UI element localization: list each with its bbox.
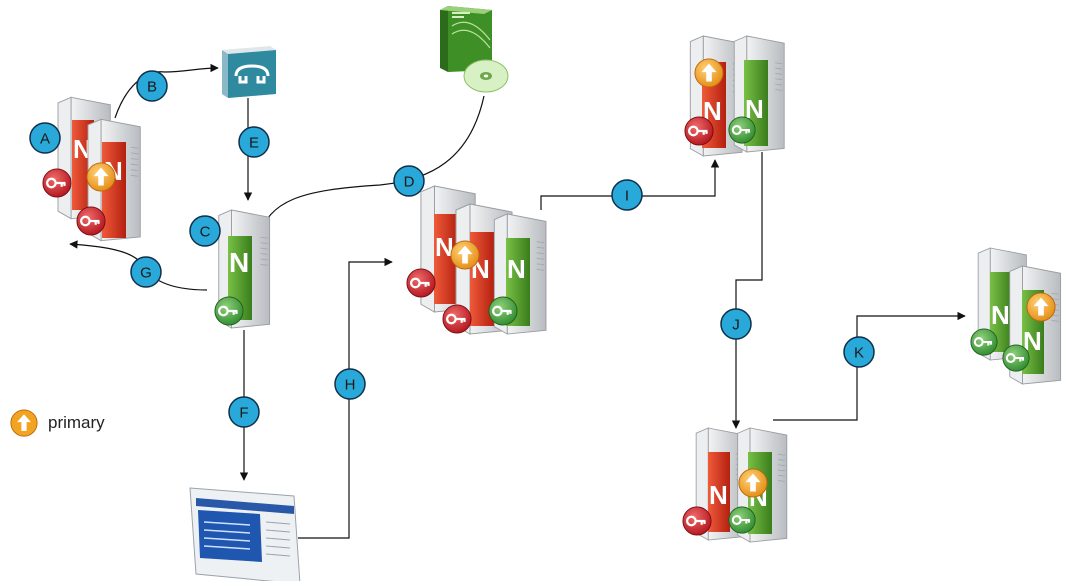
- step-label: B: [147, 79, 157, 96]
- server-letter: N: [229, 247, 249, 278]
- step-badge-g: G: [130, 256, 162, 288]
- step-label: A: [40, 131, 50, 148]
- server-letter: N: [703, 96, 722, 126]
- key-red-icon: [406, 268, 436, 298]
- step-badge-f: F: [228, 396, 260, 428]
- primary-badge-icon: [738, 468, 768, 498]
- server-group-bottom: N N: [682, 427, 788, 543]
- server-letter: N: [435, 232, 454, 262]
- management-console: [189, 487, 301, 581]
- step-label: K: [854, 345, 864, 362]
- step-label: D: [404, 174, 415, 191]
- key-green-icon: [1002, 344, 1030, 372]
- step-badge-b: B: [136, 70, 168, 102]
- primary-badge-icon: [1026, 292, 1056, 322]
- step-badge-h: H: [334, 368, 366, 400]
- server-letter: N: [73, 134, 92, 164]
- phone-icon: [234, 64, 270, 84]
- arrow-j: [731, 152, 763, 429]
- step-badge-d: D: [393, 165, 425, 197]
- step-badge-k: K: [843, 336, 875, 368]
- primary-badge-icon: [694, 58, 724, 88]
- step-label: G: [140, 265, 152, 282]
- key-red-icon: [684, 116, 714, 146]
- arrow-b: [114, 63, 219, 119]
- arrow-k: [773, 311, 966, 421]
- step-label: J: [732, 317, 740, 334]
- server-group-top-right: N N: [684, 35, 785, 157]
- step-label: F: [239, 405, 248, 422]
- step-badge-a: A: [29, 122, 61, 154]
- arrow-h: [298, 257, 393, 539]
- key-red-icon: [42, 168, 72, 198]
- server-group-a: N N: [42, 96, 141, 242]
- step-label: C: [200, 224, 211, 241]
- server-group-c: N: [214, 209, 271, 329]
- step-label: H: [345, 377, 356, 394]
- legend: primary: [10, 408, 105, 438]
- primary-badge-icon: [86, 162, 116, 192]
- server-letter: N: [1023, 326, 1042, 356]
- key-green-icon: [728, 506, 756, 534]
- key-green-icon: [488, 296, 518, 326]
- primary-up-arrow-icon: [10, 409, 38, 437]
- key-red-icon: [442, 304, 472, 334]
- server-group-triple: N N N: [406, 185, 547, 335]
- step-label: I: [625, 188, 629, 205]
- step-badge-c: C: [189, 215, 221, 247]
- step-badge-i: I: [611, 179, 643, 211]
- arrow-d: [256, 95, 485, 239]
- server-letter: N: [507, 254, 526, 284]
- key-red-icon: [76, 206, 106, 236]
- step-badges: A B C D E F G H: [29, 70, 875, 428]
- key-red-icon: [682, 506, 712, 536]
- key-green-icon: [214, 296, 244, 326]
- tape-backup-device: [222, 46, 276, 98]
- server-letter: N: [709, 480, 728, 510]
- server-group-right: N N: [970, 247, 1062, 385]
- step-label: E: [249, 135, 259, 152]
- key-green-icon: [970, 328, 998, 356]
- server-letter: N: [991, 300, 1010, 330]
- software-box: [440, 6, 509, 93]
- key-green-icon: [728, 116, 756, 144]
- primary-badge-icon: [450, 240, 480, 270]
- step-badge-j: J: [720, 308, 752, 340]
- legend-label: primary: [48, 413, 105, 432]
- server-letter: N: [745, 94, 764, 124]
- step-badge-e: E: [238, 126, 270, 158]
